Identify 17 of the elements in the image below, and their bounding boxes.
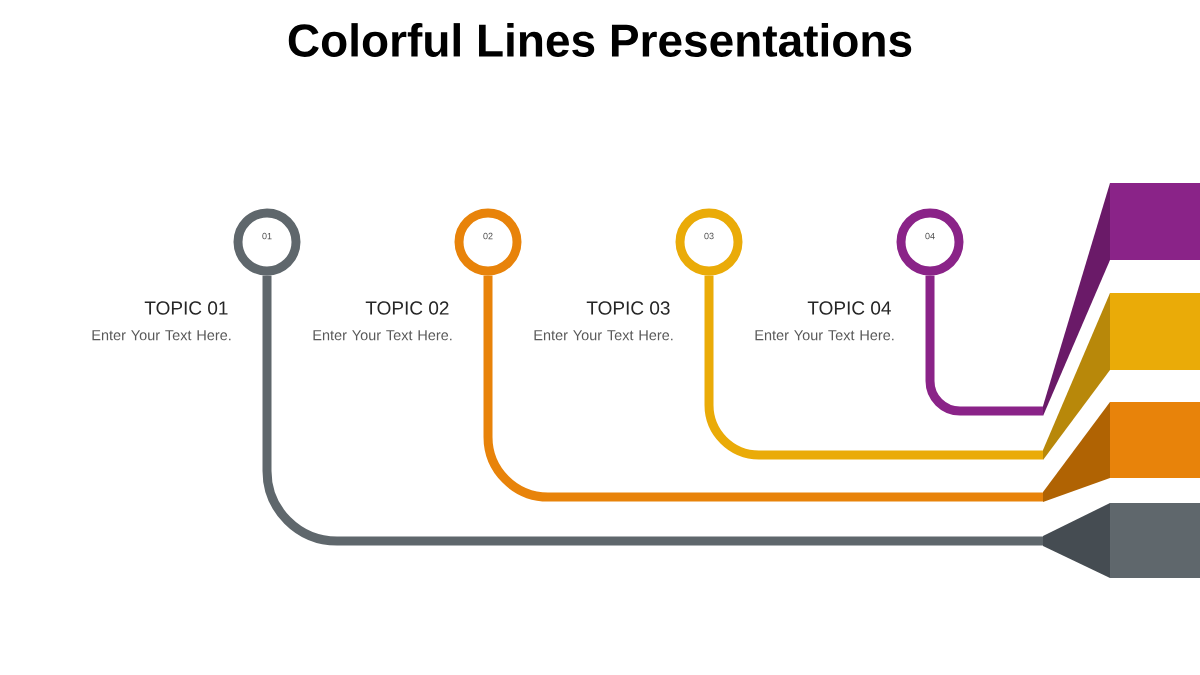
title: Colorful Lines Presentations (288, 23, 912, 57)
topic-heading: TOPIC 03 (586, 301, 670, 315)
bar (1043, 183, 1200, 416)
topic-heading: TOPIC 02 (365, 301, 449, 315)
connector-line (925, 275, 1043, 416)
description-text: Enter Your Text Here. (755, 330, 894, 341)
description-text: Enter Your Text Here. (534, 330, 673, 341)
description-text: Enter Your Text Here. (313, 330, 452, 341)
connector-line (483, 275, 1043, 502)
connector-line (704, 275, 1043, 460)
topic-heading: TOPIC 01 (144, 301, 228, 315)
bar (1043, 293, 1200, 460)
bar (1043, 503, 1200, 578)
connector-line (262, 275, 1043, 546)
description-text: Enter Your Text Here. (92, 330, 231, 341)
topic-heading: TOPIC 04 (807, 301, 891, 315)
bar (1043, 402, 1200, 502)
